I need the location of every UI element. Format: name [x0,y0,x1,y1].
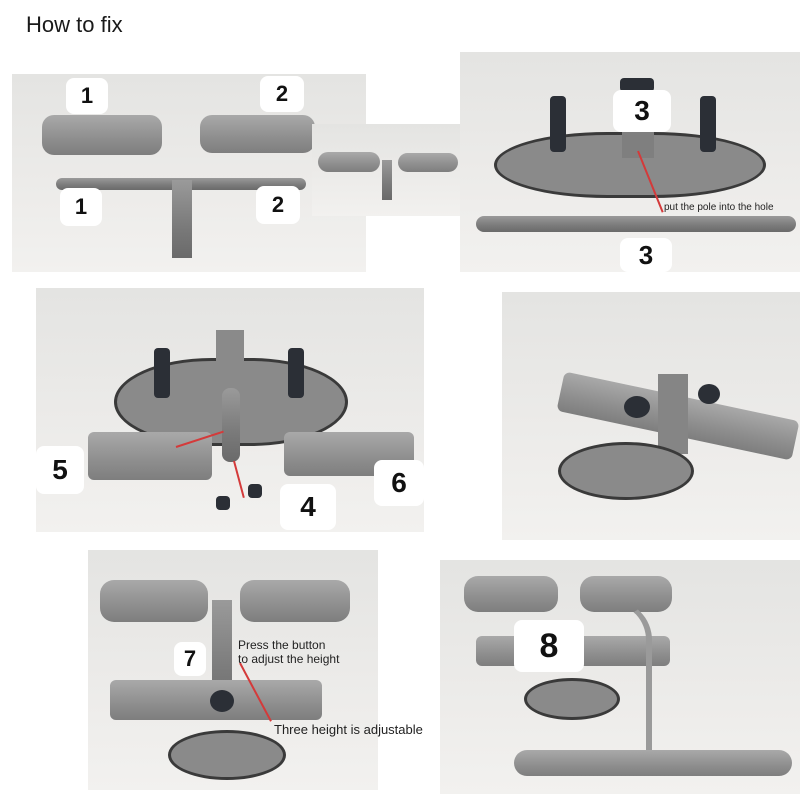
label-1-bottom: 1 [60,188,102,226]
end-cap-2 [248,484,262,498]
step-panel-assembled-bar [312,124,460,216]
note-three-height: Three height is adjustable [274,722,423,737]
note-press-button: Press the button [238,638,326,652]
label-8: 8 [514,620,584,672]
suction-base [524,678,620,720]
label-2-top: 2 [260,76,304,112]
pointer-arrow-4 [233,460,245,498]
foam-pad-1 [42,115,162,155]
label-6: 6 [374,460,424,506]
upright-post [172,180,192,258]
step-panel-adjust-height: 7 Press the button to adjust the height [88,550,378,790]
end-cap-1 [216,496,230,510]
step-panel-parts-1-2: 1 2 1 2 [12,74,366,272]
clamp-right [288,348,304,398]
pole [476,216,796,232]
socket-top [620,78,654,92]
page-title: How to fix [26,12,123,37]
foam-pad-2 [200,115,315,153]
horizontal-tube [222,388,240,462]
note-adjust-height: to adjust the height [238,652,340,666]
foam-pad-top-left [464,576,558,612]
foam-pad-top-left [100,580,208,622]
suction-base [558,442,694,500]
knob-right [698,384,720,404]
step-panel-base-pole: put the pole into the hole 3 3 [460,52,800,272]
knob-left [624,396,650,418]
label-7: 7 [174,642,206,676]
knob [210,690,234,712]
upright-post [382,160,392,200]
clamp-left [154,348,170,398]
instruction-note: put the pole into the hole [664,202,774,213]
resistance-band [586,600,652,754]
clamp-right [700,96,716,152]
label-4: 4 [280,484,336,530]
suction-base [168,730,286,780]
upright-post [658,374,688,454]
label-5: 5 [36,446,84,494]
foam-pad-right [398,153,458,172]
foam-pad-left [318,152,380,172]
label-3-bottom: 3 [620,238,672,272]
foam-pad-top-right [240,580,350,622]
band-handle [514,750,792,776]
step-panel-resistance-band: 8 [440,560,800,794]
clamp-left [550,96,566,152]
label-3-top: 3 [613,90,671,132]
step-panel-side-view [502,292,800,540]
step-panel-parts-4-5-6: 5 4 6 [36,288,424,532]
label-2-bottom: 2 [256,186,300,224]
label-1-top: 1 [66,78,108,114]
